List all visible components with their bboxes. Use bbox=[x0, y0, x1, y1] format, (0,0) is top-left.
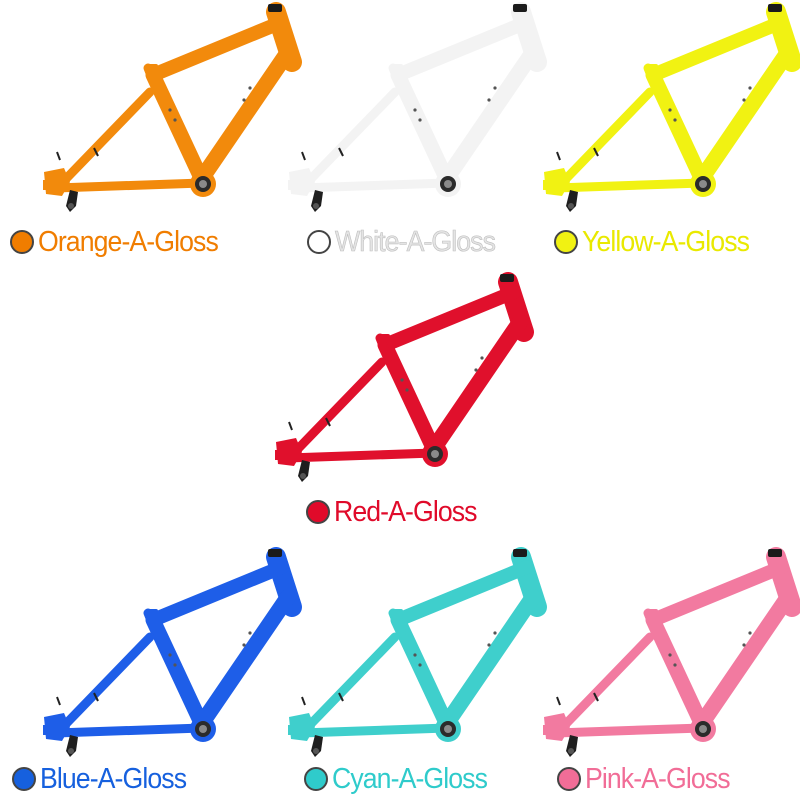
variant-name: White-A-Gloss bbox=[335, 226, 496, 259]
color-swatch-blue bbox=[12, 767, 36, 791]
variant-name: Pink-A-Gloss bbox=[585, 763, 731, 795]
color-swatch-cyan bbox=[304, 767, 328, 791]
color-swatch-pink bbox=[557, 767, 581, 791]
color-swatch-white bbox=[307, 230, 331, 254]
variant-name: Red-A-Gloss bbox=[334, 496, 478, 528]
frame-image-blue bbox=[43, 549, 292, 757]
variant-name: Orange-A-Gloss bbox=[38, 226, 219, 258]
frame-image-red bbox=[275, 274, 524, 482]
frame-image-cyan bbox=[288, 549, 537, 757]
frame-image-yellow bbox=[543, 4, 792, 212]
color-swatch-red bbox=[306, 500, 330, 524]
variant-label-orange: Orange-A-Gloss bbox=[10, 222, 234, 262]
variant-label-yellow: Yellow-A-Gloss bbox=[554, 222, 764, 262]
variant-label-cyan: Cyan-A-Gloss bbox=[304, 759, 501, 799]
color-swatch-orange bbox=[10, 230, 34, 254]
frame-image-pink bbox=[543, 549, 792, 757]
variant-name: Yellow-A-Gloss bbox=[582, 226, 750, 258]
frame-image-white bbox=[288, 4, 537, 212]
variant-label-blue: Blue-A-Gloss bbox=[12, 759, 199, 799]
variant-name: Cyan-A-Gloss bbox=[332, 763, 488, 795]
variant-name: Blue-A-Gloss bbox=[40, 763, 187, 795]
variant-label-white: White-A-Gloss bbox=[307, 222, 509, 262]
variant-label-red: Red-A-Gloss bbox=[306, 492, 489, 532]
variant-label-pink: Pink-A-Gloss bbox=[557, 759, 742, 799]
color-swatch-yellow bbox=[554, 230, 578, 254]
frame-image-orange bbox=[43, 4, 292, 212]
